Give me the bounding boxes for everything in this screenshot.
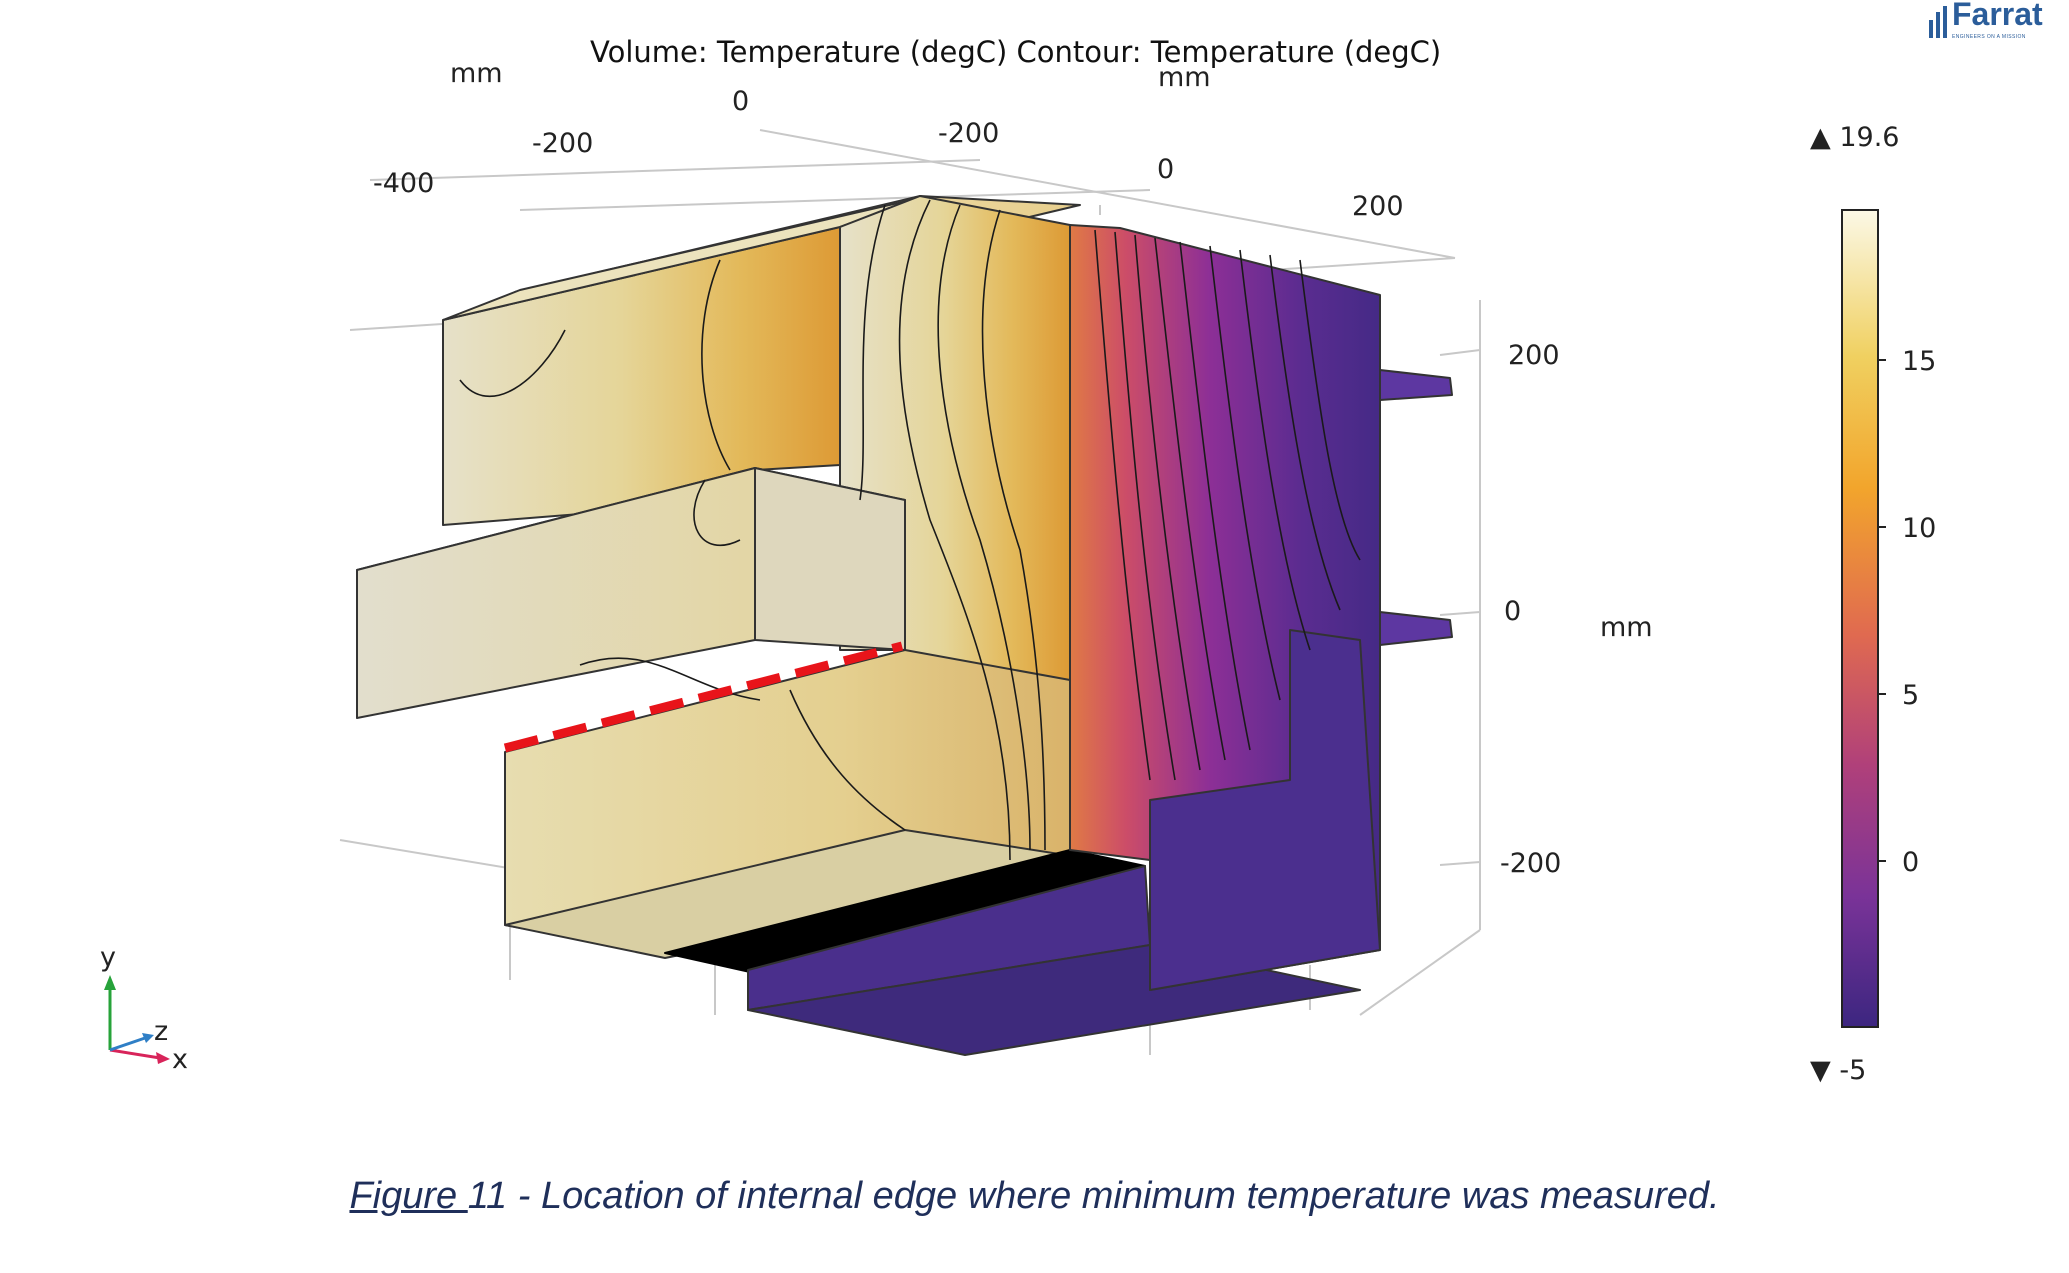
temperature-contours (459, 199, 1361, 861)
y-axis-unit: mm (1600, 612, 1653, 643)
triad-x-label: x (172, 1044, 188, 1075)
x-tick-label: -400 (373, 168, 434, 199)
junction-model (356, 195, 1453, 1056)
x-tick-label: -200 (532, 128, 593, 159)
logo-bars-icon (1929, 6, 1947, 38)
shelf-side (754, 467, 906, 651)
lower-flange (1379, 611, 1453, 646)
colorbar-min-label: ▼ -5 (1810, 1055, 1866, 1086)
triad-z-label: z (154, 1016, 168, 1047)
cold-side-face (1149, 629, 1381, 991)
colorbar: ▲ 19.6 15 10 5 0 ▼ -5 (1810, 122, 1936, 1086)
colorbar-tick-label: 0 (1902, 847, 1919, 878)
logo-tagline: ENGINEERS ON A MISSION (1952, 34, 2026, 40)
z-tick-label: 200 (1352, 191, 1404, 222)
axis-triad: y z x (100, 942, 188, 1075)
caption-text: 11 - Location of internal edge where min… (467, 1175, 1720, 1217)
y-tick-label: 200 (1508, 340, 1560, 371)
colorbar-gradient (1841, 209, 1879, 1028)
x-tick-label: 0 (732, 86, 749, 117)
caption-prefix: Figure (349, 1175, 468, 1217)
y-tick-label: 0 (1504, 596, 1521, 627)
z-tick-label: 0 (1157, 154, 1174, 185)
internal-edge-marker (503, 641, 904, 753)
colorbar-tick-label: 15 (1902, 346, 1936, 377)
x-axis-unit: mm (450, 58, 503, 89)
colorbar-max-label: ▲ 19.6 (1810, 122, 1899, 153)
farrat-logo: Farrat ENGINEERS ON A MISSION (1928, 0, 2069, 46)
logo-name: Farrat (1952, 0, 2043, 32)
z-axis-unit: mm (1158, 62, 1211, 93)
y-tick-label: -200 (1500, 848, 1561, 879)
colorbar-tick-label: 10 (1902, 513, 1936, 544)
z-tick-label: -200 (938, 118, 999, 149)
figure-caption: Figure 11 - Location of internal edge wh… (0, 1175, 2069, 1218)
triad-y-label: y (100, 942, 116, 973)
plot-title: Volume: Temperature (degC) Contour: Temp… (590, 35, 1441, 69)
upper-flange (1379, 369, 1453, 401)
colorbar-tick-label: 5 (1902, 680, 1919, 711)
